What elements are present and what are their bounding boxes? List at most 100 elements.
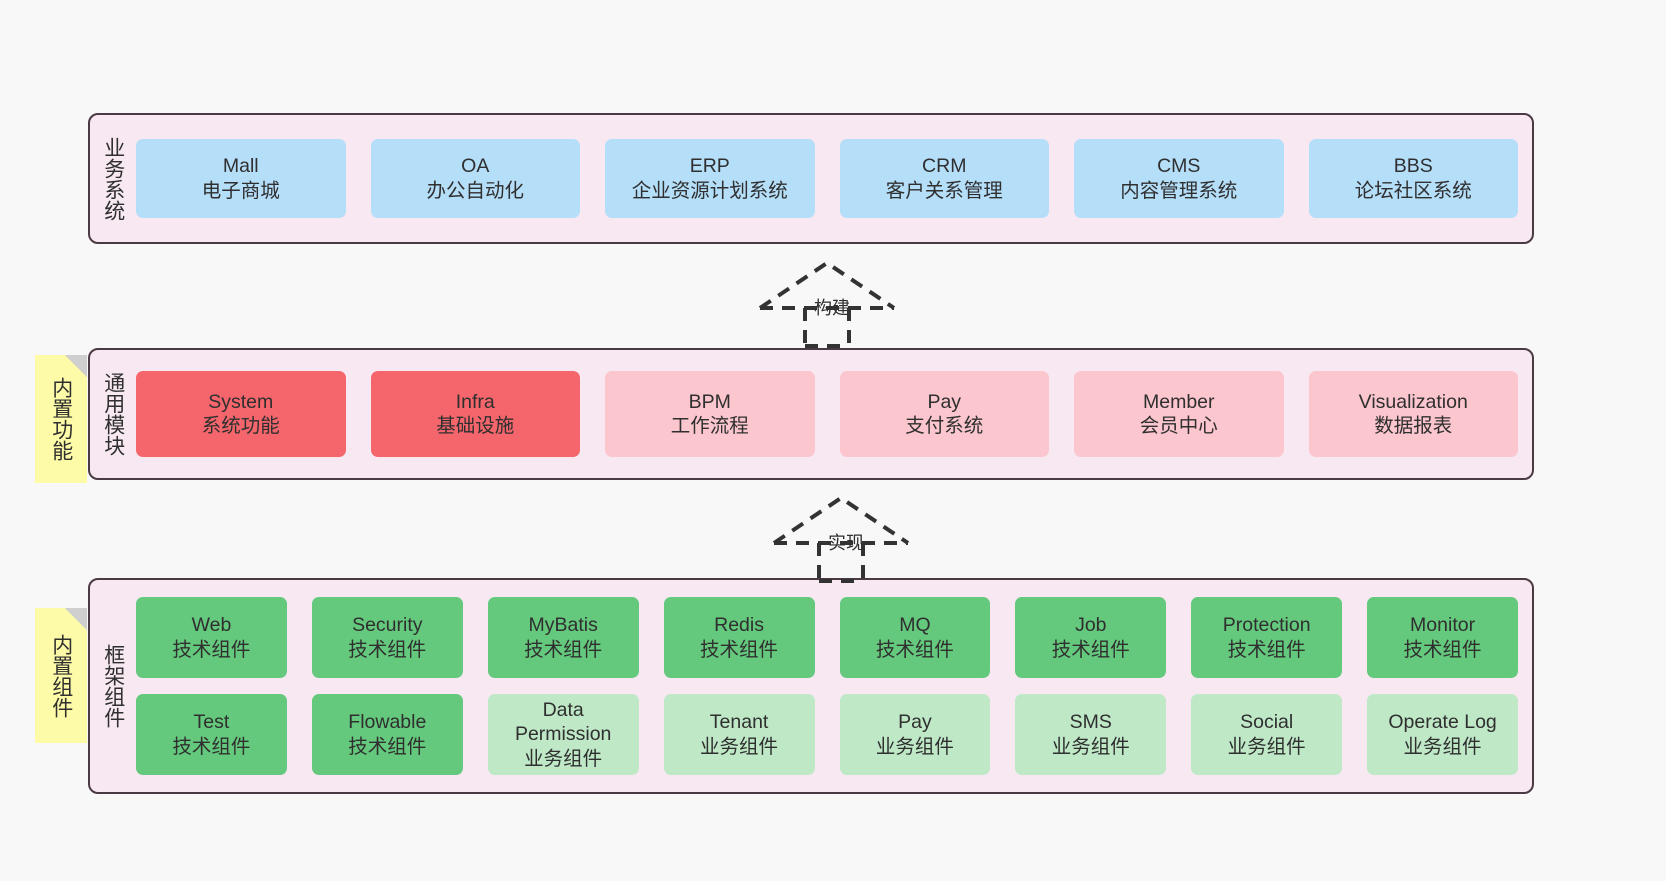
node-pay-module-cn: 支付系统 [905, 415, 984, 437]
node-system[interactable]: System 系统功能 [136, 371, 346, 457]
node-security-cn: 技术组件 [348, 638, 427, 661]
node-security[interactable]: Security 技术组件 [311, 597, 463, 678]
node-mq[interactable]: MQ 技术组件 [839, 597, 991, 678]
node-sms[interactable]: SMS 业务组件 [1015, 694, 1167, 775]
node-mall-en: Mall [222, 155, 259, 178]
node-flowable-cn: 技术组件 [348, 735, 427, 758]
node-social-cn: 业务组件 [1227, 735, 1306, 758]
node-erp[interactable]: ERP 企业资源计划系统 [605, 139, 815, 218]
node-data-permission-en: Data Permission [514, 698, 612, 746]
node-test-cn: 技术组件 [172, 735, 251, 758]
node-protection[interactable]: Protection 技术组件 [1191, 597, 1343, 678]
node-tenant[interactable]: Tenant 业务组件 [663, 694, 815, 775]
node-crm-en: CRM [922, 155, 967, 178]
node-bpm-en: BPM [688, 390, 731, 413]
node-visualization-en: Visualization [1358, 390, 1468, 413]
node-web-cn: 技术组件 [172, 638, 251, 661]
node-pay-component-en: Pay [898, 711, 932, 734]
node-protection-en: Protection [1222, 614, 1311, 637]
node-oa-cn: 办公自动化 [426, 179, 524, 202]
layer-framework-title: 框架组件 [101, 644, 125, 728]
framework-row-business: Test 技术组件 Flowable 技术组件 Data Permission … [136, 694, 1518, 775]
node-pay-component[interactable]: Pay 业务组件 [839, 694, 991, 775]
node-sms-en: SMS [1069, 711, 1112, 734]
node-flowable-en: Flowable [348, 711, 427, 734]
node-job-cn: 技术组件 [1051, 638, 1130, 661]
node-tenant-cn: 业务组件 [700, 735, 779, 758]
node-sms-cn: 业务组件 [1051, 735, 1130, 758]
layer-module-title: 通用模块 [101, 372, 125, 456]
sticky-builtin-function-label: 内置功能 [49, 377, 73, 461]
sticky-fold-corner-icon [65, 608, 87, 630]
node-infra[interactable]: Infra 基础设施 [370, 371, 580, 457]
node-pay-module[interactable]: Pay 支付系统 [839, 371, 1049, 457]
node-mq-en: MQ [899, 614, 931, 637]
node-erp-cn: 企业资源计划系统 [631, 179, 788, 202]
node-member[interactable]: Member 会员中心 [1074, 371, 1284, 457]
layer-business-title: 业务系统 [101, 136, 125, 221]
arrow-implement-glyph [772, 495, 910, 583]
node-web-en: Web [191, 614, 232, 637]
node-system-en: System [208, 390, 274, 413]
node-operate-log[interactable]: Operate Log 业务组件 [1367, 694, 1518, 775]
node-cms-cn: 内容管理系统 [1120, 179, 1238, 202]
node-oa-en: OA [461, 155, 490, 178]
node-bpm[interactable]: BPM 工作流程 [605, 371, 815, 457]
arrow-build-label: 构建 [814, 298, 850, 318]
node-data-permission[interactable]: Data Permission 业务组件 [487, 694, 639, 775]
node-infra-cn: 基础设施 [436, 415, 515, 437]
arrow-implement-label: 实现 [828, 533, 864, 553]
node-system-cn: 系统功能 [201, 415, 280, 437]
layer-common-module: 通用模块 System 系统功能 Infra 基础设施 BPM 工作流程 Pay… [88, 348, 1534, 480]
node-monitor-en: Monitor [1410, 614, 1476, 637]
node-mybatis[interactable]: MyBatis 技术组件 [487, 597, 639, 678]
node-erp-en: ERP [689, 155, 730, 178]
framework-row-tech: Web 技术组件 Security 技术组件 MyBatis 技术组件 Redi… [136, 597, 1518, 678]
node-operate-log-cn: 业务组件 [1403, 735, 1482, 758]
node-web[interactable]: Web 技术组件 [136, 597, 287, 678]
arrow-build: 构建 [752, 258, 902, 348]
node-social-en: Social [1240, 711, 1294, 734]
node-social[interactable]: Social 业务组件 [1191, 694, 1343, 775]
node-test[interactable]: Test 技术组件 [136, 694, 287, 775]
arrow-implement: 实现 [766, 493, 916, 583]
node-test-en: Test [193, 711, 230, 734]
arrow-build-glyph [758, 260, 896, 348]
node-cms-en: CMS [1157, 155, 1201, 178]
node-mybatis-en: MyBatis [528, 614, 598, 637]
business-row: Mall 电子商城 OA 办公自动化 ERP 企业资源计划系统 CRM 客户关系… [136, 139, 1518, 218]
node-pay-component-cn: 业务组件 [875, 735, 954, 758]
node-oa[interactable]: OA 办公自动化 [370, 139, 580, 218]
layer-business-body: Mall 电子商城 OA 办公自动化 ERP 企业资源计划系统 CRM 客户关系… [136, 115, 1532, 242]
node-bpm-cn: 工作流程 [670, 415, 749, 437]
node-mq-cn: 技术组件 [875, 638, 954, 661]
layer-framework-component: 框架组件 Web 技术组件 Security 技术组件 MyBatis 技术组件… [88, 578, 1534, 794]
sticky-note-builtin-component: 内置组件 [35, 608, 87, 743]
node-member-cn: 会员中心 [1139, 415, 1218, 437]
node-crm[interactable]: CRM 客户关系管理 [839, 139, 1049, 218]
node-bbs-cn: 论坛社区系统 [1354, 179, 1472, 202]
node-data-permission-cn: 业务组件 [524, 747, 603, 770]
node-job-en: Job [1075, 614, 1107, 637]
node-redis-en: Redis [714, 614, 764, 637]
node-protection-cn: 技术组件 [1227, 638, 1306, 661]
node-tenant-en: Tenant [709, 711, 769, 734]
node-visualization[interactable]: Visualization 数据报表 [1308, 371, 1518, 457]
node-monitor[interactable]: Monitor 技术组件 [1367, 597, 1518, 678]
node-mall[interactable]: Mall 电子商城 [136, 139, 346, 218]
node-flowable[interactable]: Flowable 技术组件 [311, 694, 463, 775]
node-mall-cn: 电子商城 [201, 179, 280, 202]
sticky-fold-corner-icon [65, 355, 87, 377]
node-operate-log-en: Operate Log [1388, 711, 1497, 734]
layer-business-system: 业务系统 Mall 电子商城 OA 办公自动化 ERP 企业资源计划系统 CRM… [88, 113, 1534, 244]
node-pay-module-en: Pay [927, 390, 962, 413]
node-job[interactable]: Job 技术组件 [1015, 597, 1167, 678]
node-crm-cn: 客户关系管理 [885, 179, 1003, 202]
node-redis[interactable]: Redis 技术组件 [663, 597, 815, 678]
layer-framework-body: Web 技术组件 Security 技术组件 MyBatis 技术组件 Redi… [136, 580, 1532, 792]
node-bbs[interactable]: BBS 论坛社区系统 [1308, 139, 1518, 218]
node-security-en: Security [352, 614, 423, 637]
node-member-en: Member [1142, 390, 1215, 413]
node-cms[interactable]: CMS 内容管理系统 [1074, 139, 1284, 218]
